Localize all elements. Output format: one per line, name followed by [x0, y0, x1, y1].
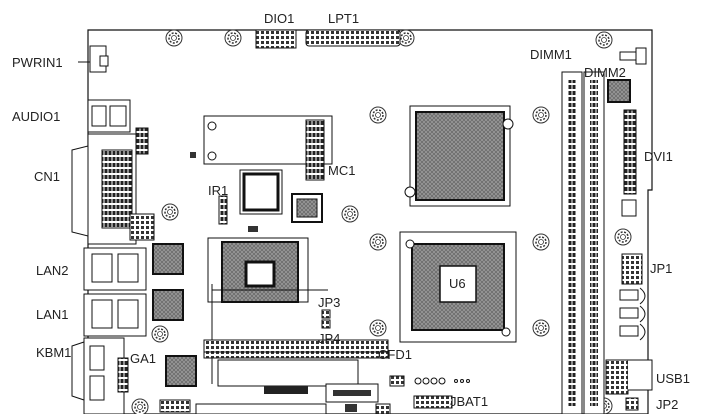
bottom-slot: [195, 403, 327, 414]
dvi1-header: [623, 109, 637, 195]
ir1-header: [218, 195, 228, 225]
usb1-header: [605, 359, 629, 395]
bottom-left-header: [159, 399, 191, 413]
mc1-minicard-slot: [190, 115, 333, 181]
jbat1-header: [413, 395, 453, 409]
ga1-label: GA1: [130, 351, 157, 366]
lpt1-label: LPT1: [328, 11, 360, 26]
super-io-chip-inner: [296, 198, 318, 218]
jp1-header: [621, 253, 643, 285]
small-header-b: [345, 404, 357, 412]
lan2-label: LAN2: [36, 263, 69, 278]
lan1-label: LAN1: [36, 307, 69, 322]
battery-sensor: [248, 226, 258, 232]
mc1-label: MC1: [328, 163, 356, 178]
sata-inner: [333, 390, 371, 396]
u6-label: U6: [449, 276, 466, 291]
jp4-label: JP4: [318, 331, 341, 346]
northbridge-chip: [404, 105, 514, 207]
lan1-port: [83, 293, 147, 337]
jp1-label: JP1: [650, 261, 673, 276]
small-header-a: [389, 375, 405, 387]
cn1-connector: [71, 127, 155, 245]
jp2-jumper: [625, 397, 639, 411]
dvi1-label: DVI1: [644, 149, 673, 164]
pwrin1-label: PWRIN1: [12, 55, 63, 70]
lan1-chip: [152, 289, 184, 321]
dimm2-label: DIMM2: [584, 65, 626, 80]
audio1-connector: [87, 99, 131, 133]
usb1-connector: [628, 359, 653, 391]
dimm1-label: DIMM1: [530, 47, 572, 62]
lan2-port: [83, 247, 147, 291]
jp1-jumpers: [619, 287, 646, 341]
u6-chip: [399, 231, 517, 343]
jp4-jumper: [321, 319, 331, 329]
cfd1-label: CFD1: [378, 347, 412, 362]
small-header-c: [375, 403, 391, 414]
lan2-chip: [152, 243, 184, 275]
audio1-label: AUDIO1: [12, 109, 61, 124]
bios-chip: [239, 169, 283, 215]
dio1-label: DIO1: [264, 11, 295, 26]
kbm1-label: KBM1: [36, 345, 72, 360]
cfd1-slot: [203, 339, 389, 394]
jbat1-label: JBAT1: [450, 394, 489, 409]
dimm2-slot: [583, 71, 605, 414]
usb1-label: USB1: [656, 371, 690, 386]
ga1-chip: [165, 355, 197, 387]
dvi1-small-header: [621, 199, 637, 217]
ir1-label: IR1: [208, 183, 229, 198]
jp3-jumper: [321, 309, 331, 319]
led-header: [414, 377, 470, 385]
kbm1-connector: [71, 337, 129, 414]
fan-connector: [607, 47, 647, 103]
dio1-header: [255, 29, 297, 49]
dimm1-slot: [561, 71, 583, 414]
cn1-label: CN1: [34, 169, 61, 184]
pwrin1-connector: [78, 45, 109, 73]
cpu-socket: [207, 237, 328, 384]
lpt1-header: [305, 29, 401, 47]
jp2-label: JP2: [656, 397, 679, 412]
jp3-label: JP3: [318, 295, 341, 310]
